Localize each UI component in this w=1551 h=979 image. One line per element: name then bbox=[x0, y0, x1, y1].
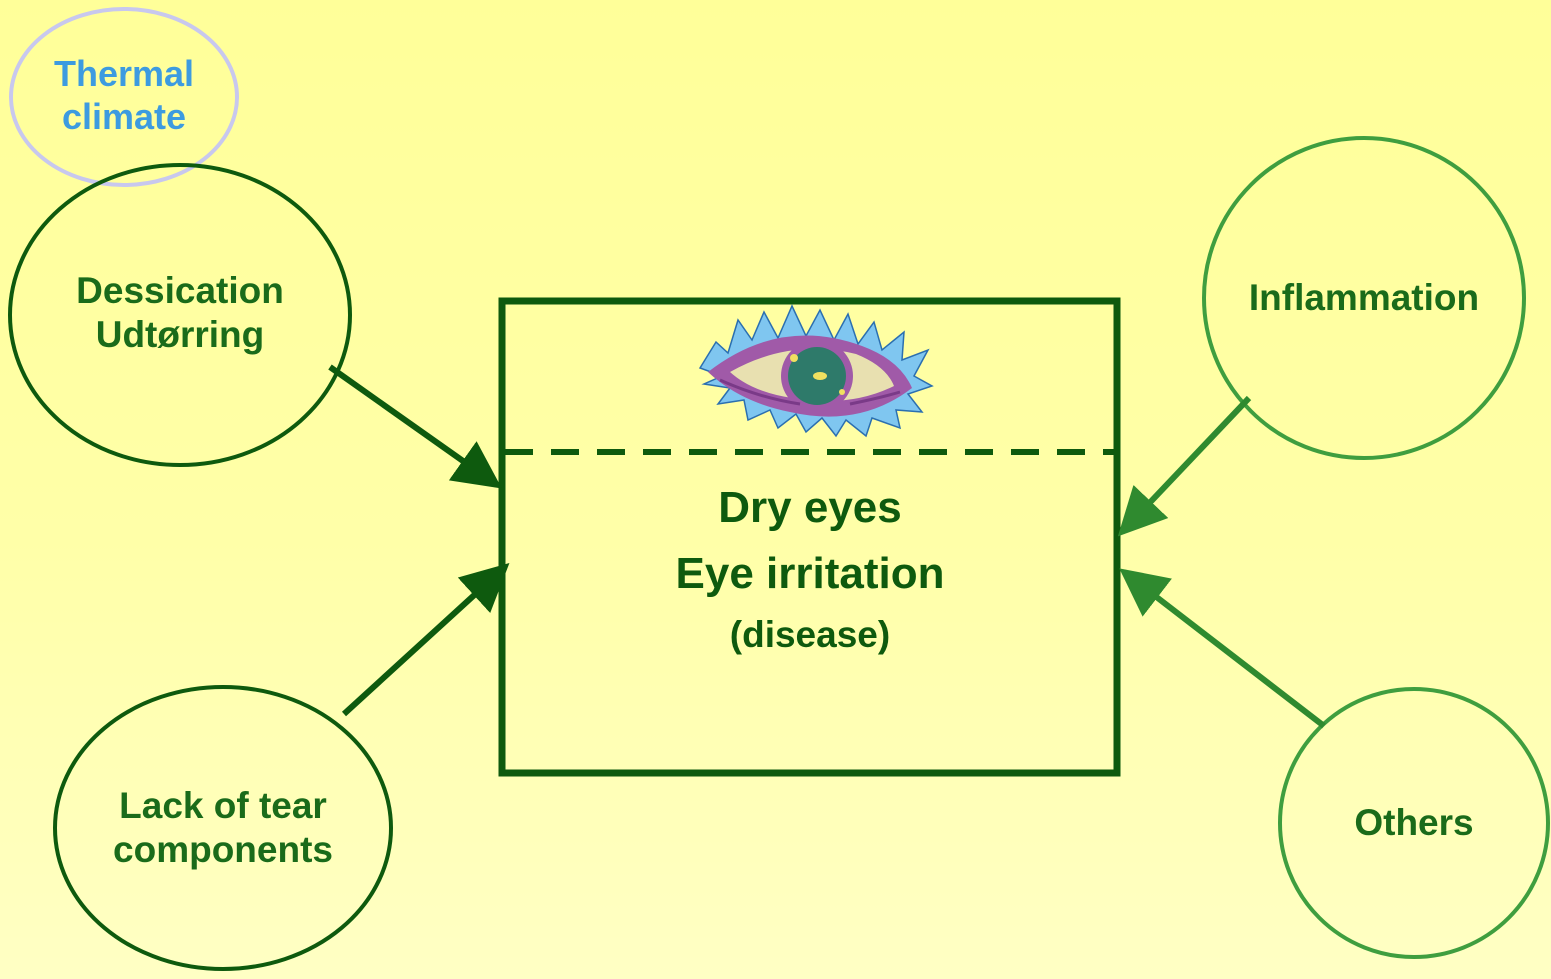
node-others-line1: Others bbox=[1354, 801, 1473, 845]
center-box-line3: (disease) bbox=[730, 607, 890, 663]
node-thermal-label: Thermal climate bbox=[24, 40, 224, 150]
node-dessication-line2: Udtørring bbox=[96, 313, 265, 357]
arrow-dessication-to-box bbox=[330, 367, 497, 485]
node-dessication-label: Dessication Udtørring bbox=[30, 258, 330, 368]
center-box-line2: Eye irritation bbox=[676, 541, 945, 607]
node-thermal-line1: Thermal bbox=[54, 52, 194, 95]
eye-icon bbox=[700, 306, 932, 436]
arrow-lack-to-box bbox=[344, 567, 505, 714]
center-box-label: Dry eyes Eye irritation (disease) bbox=[520, 474, 1100, 664]
node-lack-line2: components bbox=[113, 828, 333, 872]
arrow-others-to-box bbox=[1124, 572, 1324, 726]
node-dessication-line1: Dessication bbox=[76, 269, 284, 313]
node-others-label: Others bbox=[1314, 793, 1514, 853]
node-lack-line1: Lack of tear bbox=[119, 784, 327, 828]
arrow-inflammation-to-box bbox=[1122, 398, 1249, 532]
node-lack-label: Lack of tear components bbox=[78, 773, 368, 883]
node-inflammation-label: Inflammation bbox=[1210, 268, 1518, 328]
node-inflammation-line1: Inflammation bbox=[1249, 276, 1479, 320]
center-box-line1: Dry eyes bbox=[718, 475, 901, 541]
node-thermal-line2: climate bbox=[62, 95, 186, 138]
